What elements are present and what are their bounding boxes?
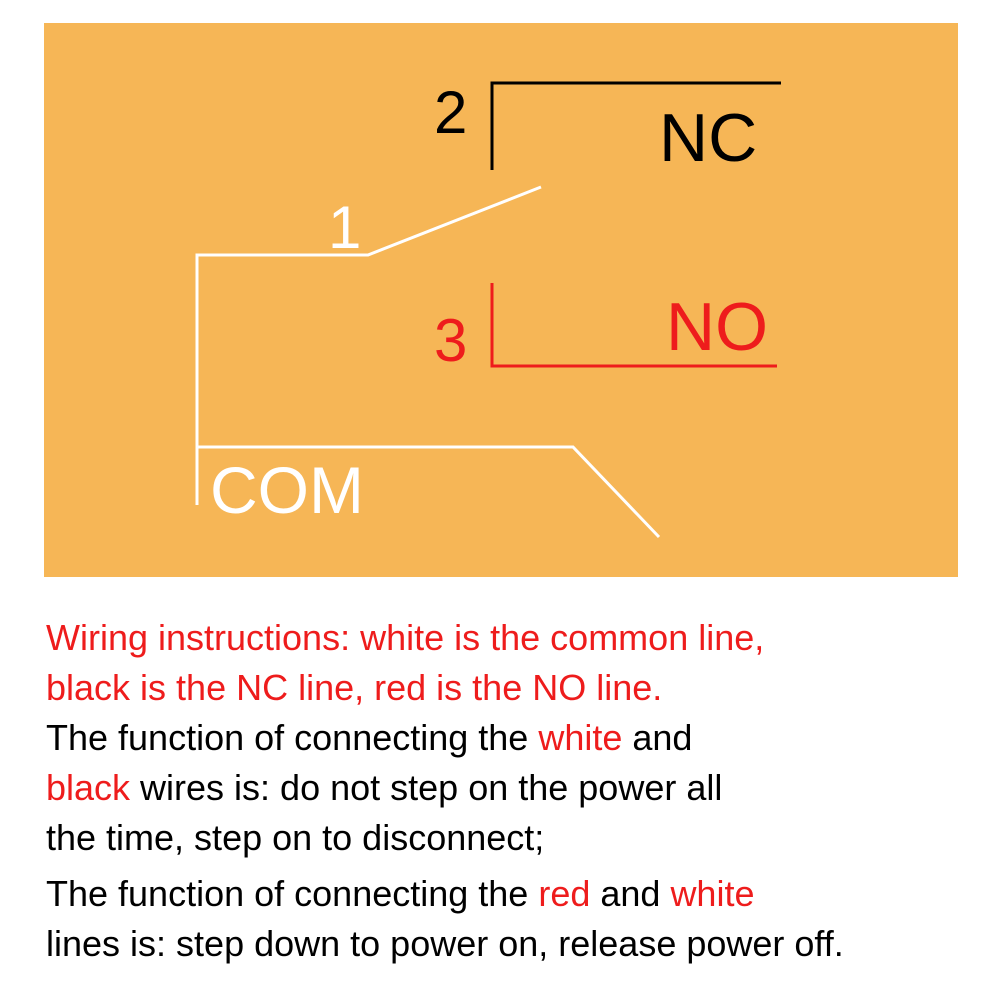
nc-label: NC [659, 100, 757, 176]
no-contact-line [490, 283, 777, 368]
no-label: NO [666, 289, 768, 365]
red-word: red [538, 873, 591, 914]
nc-function-text: The function of connecting the [46, 717, 539, 758]
no-function-text: and [590, 873, 671, 914]
white-word: white [538, 717, 623, 758]
white-word: white [670, 873, 755, 914]
pin-1-label: 1 [328, 194, 361, 261]
instructions-heading-line-1: Wiring instructions: white is the common… [46, 617, 765, 658]
nc-function-text: and [622, 717, 693, 758]
nc-function-line-1: The function of connecting the white and [46, 713, 986, 763]
no-function-text: The function of connecting the [46, 873, 539, 914]
diagram-background [44, 23, 958, 577]
black-word: black [46, 767, 131, 808]
com-label: COM [210, 453, 364, 527]
nc-function-line-3: the time, step on to disconnect; [46, 817, 545, 858]
wiring-instructions: Wiring instructions: white is the common… [46, 613, 986, 969]
nc-function-text: wires is: do not step on the power all [130, 767, 723, 808]
nc-function-line-2: black wires is: do not step on the power… [46, 763, 986, 813]
common-lever-line [195, 185, 542, 505]
nc-contact-line [490, 81, 781, 170]
switch-diagram: 2 NC 3 NO 1 COM [44, 23, 958, 577]
pin-3-label: 3 [434, 307, 467, 374]
pin-2-label: 2 [434, 79, 467, 146]
common-wire-line [197, 445, 661, 539]
instructions-heading-line-2: black is the NC line, red is the NO line… [46, 667, 663, 708]
no-function-line-1: The function of connecting the red and w… [46, 869, 986, 919]
no-function-line-2: lines is: step down to power on, release… [46, 923, 844, 964]
